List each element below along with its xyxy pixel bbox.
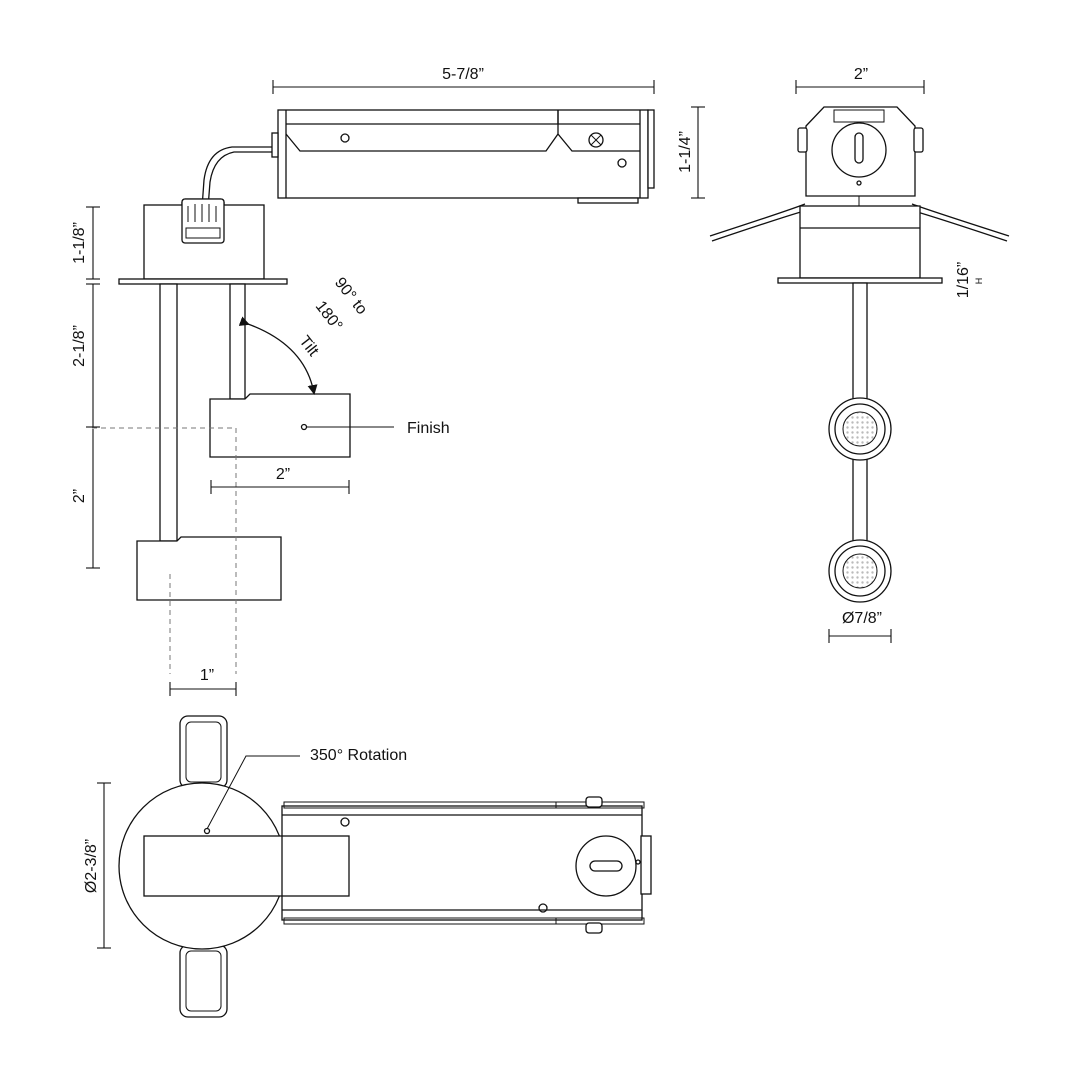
dim-top-width: 5-7/8” bbox=[442, 66, 484, 83]
rotation-label: 350° Rotation bbox=[310, 747, 407, 764]
plan-view-fixture bbox=[97, 715, 652, 1018]
dim-top-height: 1-1/4” bbox=[677, 131, 694, 173]
side-view-junction-box bbox=[201, 80, 705, 209]
dim-trim-height: 1/16” bbox=[955, 262, 972, 298]
finish-label: Finish bbox=[407, 420, 450, 437]
dim-upper-height: 1-1/8” bbox=[71, 222, 88, 264]
tilt-range-line2: 180° bbox=[312, 298, 346, 335]
dim-trim-height-sub: H bbox=[974, 278, 984, 285]
dim-aperture-width: 1” bbox=[200, 667, 214, 684]
side-view-fixture bbox=[86, 198, 394, 696]
dim-end-width: 2” bbox=[854, 66, 868, 83]
dim-head-width: 2” bbox=[276, 466, 290, 483]
dim-lower-height: 2” bbox=[71, 489, 88, 503]
dim-plate-diameter: Ø2-3/8” bbox=[83, 839, 100, 893]
dim-lens-diameter: Ø7/8” bbox=[842, 610, 882, 627]
end-view-fixture bbox=[709, 80, 1010, 643]
tilt-label: Tilt bbox=[295, 333, 322, 360]
dim-mid-height: 2-1/8” bbox=[71, 325, 88, 367]
